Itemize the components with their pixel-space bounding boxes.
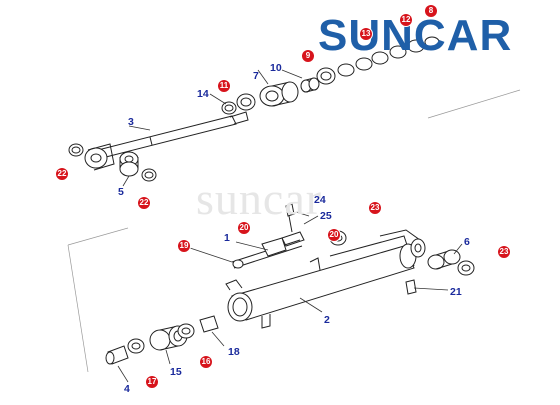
spacer-10 <box>300 77 320 93</box>
callout-22-left: 22 <box>56 168 68 180</box>
callout-24: 24 <box>314 194 326 206</box>
callout-19: 19 <box>178 240 190 252</box>
seal-22-right <box>141 168 157 182</box>
callout-14: 14 <box>197 88 209 100</box>
seal-22-left <box>68 143 84 157</box>
suncar-watermark: suncar <box>196 173 323 224</box>
callout-22-right: 22 <box>138 197 150 209</box>
ring-17 <box>127 338 145 354</box>
retainer-11-ring <box>236 93 256 111</box>
guide-lines <box>67 89 521 373</box>
callout-6: 6 <box>464 236 470 248</box>
callout-15: 15 <box>170 366 182 378</box>
callout-23-top: 23 <box>369 202 381 214</box>
suncar-logo: SUNCAR <box>318 11 513 60</box>
callout-8: 8 <box>425 5 437 17</box>
bushing-18 <box>199 315 219 333</box>
bushing-6 <box>427 249 461 270</box>
callout-5: 5 <box>118 186 124 198</box>
bolt-24 <box>285 203 295 233</box>
seal-23-right <box>457 260 475 276</box>
leader-lines <box>117 69 463 383</box>
callout-9: 9 <box>302 50 314 62</box>
cylinder-tube <box>225 229 426 329</box>
wiper-16 <box>177 323 195 339</box>
callout-16: 16 <box>200 356 212 368</box>
callout-1: 1 <box>224 232 230 244</box>
bolt-21 <box>405 279 417 295</box>
callout-4: 4 <box>124 383 130 395</box>
callout-10: 10 <box>270 62 282 74</box>
bushing-4 <box>105 345 129 365</box>
piston-rings-right <box>337 36 440 77</box>
callout-20-left: 20 <box>238 222 250 234</box>
piston-rod <box>84 111 249 171</box>
plate-25 <box>281 231 305 247</box>
pipe-1 <box>231 237 303 269</box>
callout-2: 2 <box>324 314 330 326</box>
callout-20-right: 20 <box>328 229 340 241</box>
callout-25: 25 <box>320 210 332 222</box>
callout-21: 21 <box>450 286 462 298</box>
ring-14 <box>221 101 237 115</box>
callout-3: 3 <box>128 116 134 128</box>
callout-18: 18 <box>228 346 240 358</box>
bushing-5 <box>119 151 139 177</box>
callout-23-right: 23 <box>498 246 510 258</box>
callout-7: 7 <box>253 70 259 82</box>
callout-13: 13 <box>360 28 372 40</box>
callout-12: 12 <box>400 14 412 26</box>
callout-11-top: 11 <box>218 80 230 92</box>
piston-ring-9 <box>316 67 336 85</box>
piston-7 <box>259 81 299 107</box>
callout-17: 17 <box>146 376 158 388</box>
